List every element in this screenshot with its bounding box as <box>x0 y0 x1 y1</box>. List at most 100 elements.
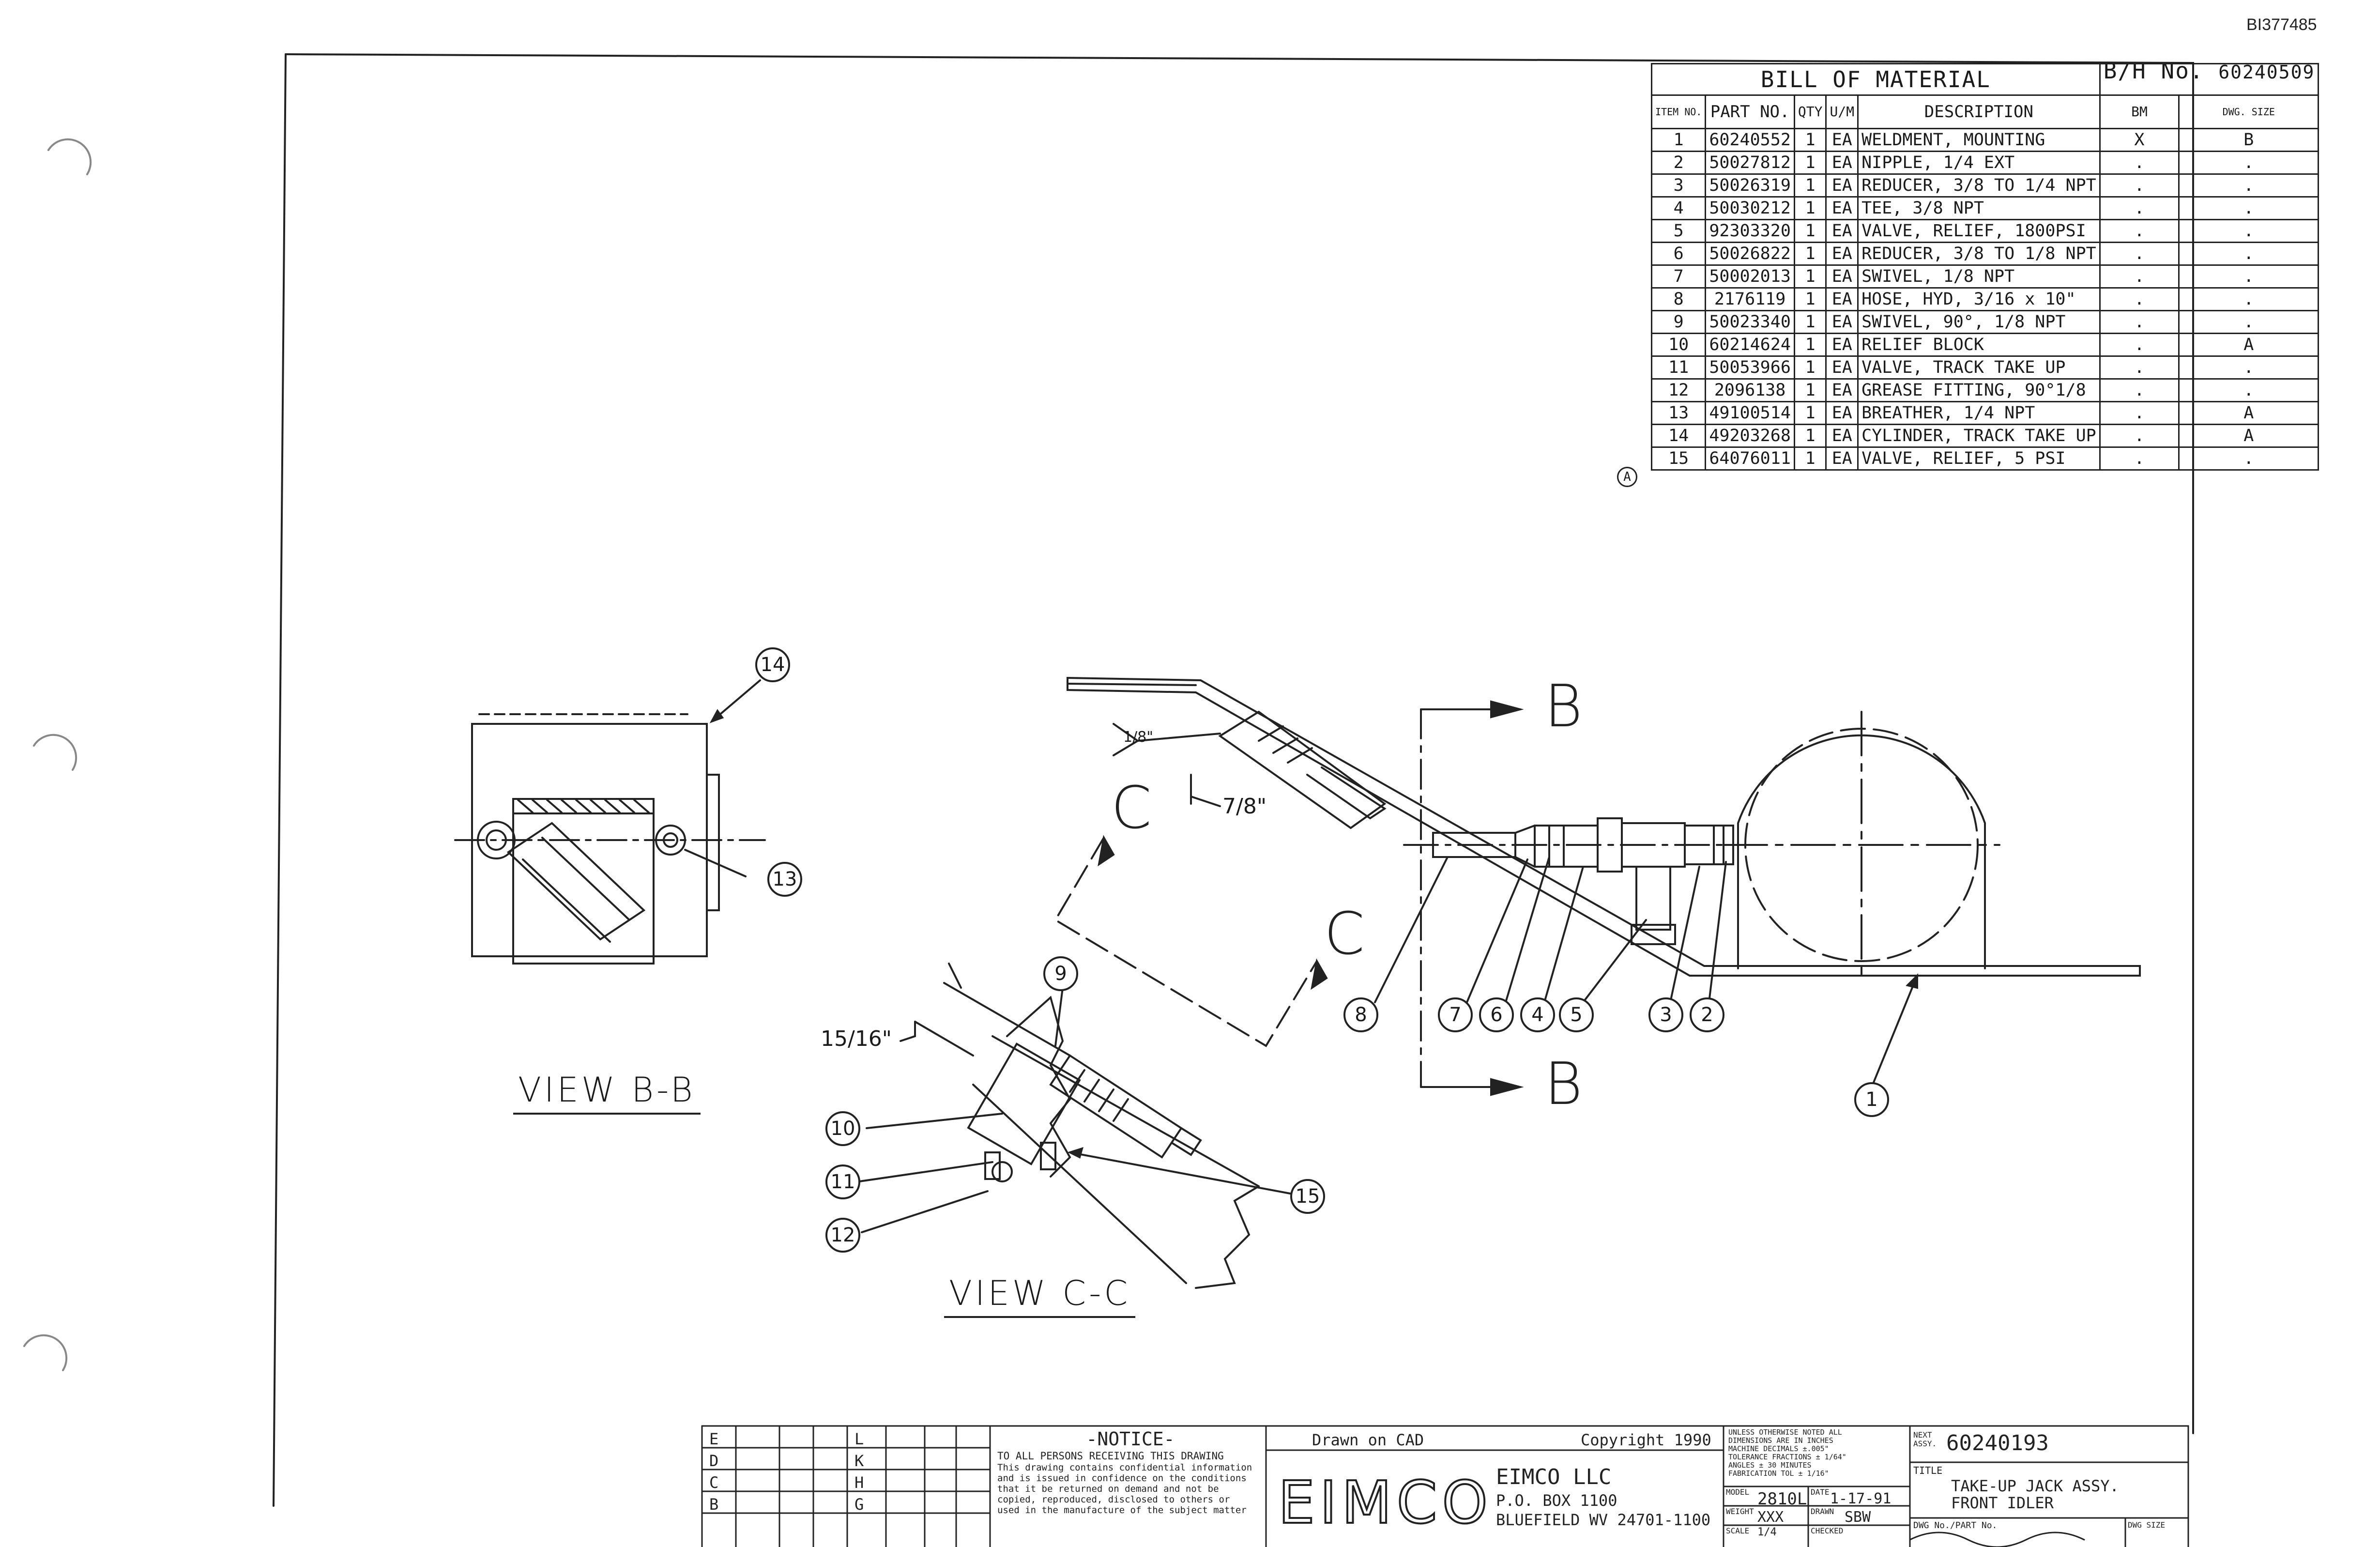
bom-cell-bm: . <box>2099 424 2180 448</box>
dim-15-16: 15/16" <box>821 1026 892 1051</box>
bom-cell-part: 50053966 <box>1705 355 1795 380</box>
dwg-no-label: DWG No./PART No. <box>1913 1520 1998 1531</box>
view-bb-label: VIEW B-B <box>513 1070 701 1115</box>
bom-cell-item: 6 <box>1650 242 1707 266</box>
bom-cell-qty: 1 <box>1793 264 1827 289</box>
balloon-11: 11 <box>825 1164 860 1199</box>
bom-cell-desc: TEE, 3/8 NPT <box>1857 196 2101 220</box>
bom-cell-item: 14 <box>1650 424 1707 448</box>
bom-cell-bm: . <box>2099 173 2180 198</box>
balloon-14: 14 <box>755 647 790 682</box>
bom-cell-bm: . <box>2099 310 2180 334</box>
scale-label: SCALE <box>1726 1526 1750 1535</box>
section-b-bottom: B <box>1544 1051 1583 1118</box>
bom-cell-item: 9 <box>1650 310 1707 334</box>
bom-cell-desc: REDUCER, 3/8 TO 1/4 NPT <box>1857 173 2101 198</box>
bom-cell-qty: 1 <box>1793 424 1827 448</box>
bom-cell-size: . <box>2178 196 2319 220</box>
bom-cell-part: 50030212 <box>1705 196 1795 220</box>
bom-cell-part: 2176119 <box>1705 287 1795 311</box>
bom-cell-part: 2096138 <box>1705 378 1795 402</box>
bom-cell-um: EA <box>1825 378 1859 402</box>
model-value: 2810L <box>1757 1489 1807 1509</box>
bom-cell-size: . <box>2178 219 2319 243</box>
bom-cell-qty: 1 <box>1793 355 1827 380</box>
rev-letter-g: G <box>854 1495 864 1514</box>
balloon-4: 4 <box>1520 997 1555 1032</box>
bom-cell-um: EA <box>1825 151 1859 175</box>
bom-cell-qty: 1 <box>1793 446 1827 471</box>
bom-cell-item: 2 <box>1650 151 1707 175</box>
bom-cell-desc: REDUCER, 3/8 TO 1/8 NPT <box>1857 242 2101 266</box>
bom-cell-desc: BREATHER, 1/4 NPT <box>1857 401 2101 425</box>
notice-line-5: copied, reproduced, disclosed to others … <box>997 1494 1230 1505</box>
balloon-1: 1 <box>1854 1082 1889 1117</box>
drawn-value: SBW <box>1845 1509 1871 1526</box>
bom-cell-size: . <box>2178 378 2319 402</box>
bom-cell-qty: 1 <box>1793 219 1827 243</box>
bom-cell-item: 10 <box>1650 333 1707 357</box>
bh-label: B/H No. <box>2103 63 2204 84</box>
bom-header-qty: QTY <box>1793 94 1827 129</box>
frame-border <box>285 53 2194 1434</box>
bom-cell-desc: RELIEF BLOCK <box>1857 333 2101 357</box>
bom-cell-desc: CYLINDER, TRACK TAKE UP <box>1857 424 2101 448</box>
bom-header-item: ITEM NO. <box>1650 94 1707 129</box>
notice-line-3: and is issued in confidence on the condi… <box>997 1473 1247 1484</box>
bom-cell-desc: VALVE, RELIEF, 5 PSI <box>1857 446 2101 471</box>
bom-header-part: PART NO. <box>1705 94 1795 129</box>
notice-line-6: used in the manufacture of the subject m… <box>997 1505 1247 1516</box>
notice-line-4: that it be returned on demand and not be <box>997 1484 1219 1494</box>
bom-cell-part: 50027812 <box>1705 151 1795 175</box>
bh-number-cell: B/H No. 60240509 <box>2099 63 2319 96</box>
bom-cell-qty: 1 <box>1793 310 1827 334</box>
bom-cell-desc: GREASE FITTING, 90°1/8 <box>1857 378 2101 402</box>
bom-cell-part: 60214624 <box>1705 333 1795 357</box>
bom-cell-desc: VALVE, RELIEF, 1800PSI <box>1857 219 2101 243</box>
notice-block: -NOTICE- TO ALL PERSONS RECEIVING THIS D… <box>997 1428 1264 1516</box>
section-c-right: C <box>1324 901 1365 968</box>
notice-line-1: TO ALL PERSONS RECEIVING THIS DRAWING <box>997 1450 1224 1462</box>
bom-cell-size: . <box>2178 264 2319 289</box>
bom-cell-um: EA <box>1825 219 1859 243</box>
bom-cell-size: B <box>2178 128 2319 152</box>
tolerance-line-3: MACHINE DECIMALS ±.005" <box>1728 1444 1829 1453</box>
bom-header-row: ITEM NO. PART NO. QTY U/M DESCRIPTION BM… <box>1650 94 2319 129</box>
weight-label: WEIGHT <box>1726 1507 1754 1516</box>
bom-cell-size: . <box>2178 310 2319 334</box>
title-line-2: FRONT IDLER <box>1951 1494 2054 1512</box>
dim-1-8: 1/8" <box>1123 729 1154 746</box>
bom-cell-um: EA <box>1825 287 1859 311</box>
bom-cell-item: 1 <box>1650 128 1707 152</box>
bom-cell-qty: 1 <box>1793 287 1827 311</box>
bom-cell-um: EA <box>1825 196 1859 220</box>
balloon-3: 3 <box>1648 997 1683 1032</box>
bom-cell-part: 50002013 <box>1705 264 1795 289</box>
bom-cell-part: 49203268 <box>1705 424 1795 448</box>
bom-cell-part: 50026319 <box>1705 173 1795 198</box>
company-city: BLUEFIELD WV 24701-1100 <box>1496 1511 1711 1529</box>
revision-letters-left: E D C B <box>709 1428 718 1516</box>
revision-mark: A <box>1617 467 1637 487</box>
copyright: Copyright 1990 <box>1581 1431 1711 1449</box>
rev-letter-b: B <box>709 1495 719 1514</box>
bom-cell-bm: . <box>2099 401 2180 425</box>
date-value: 1-17-91 <box>1830 1490 1892 1507</box>
bom-cell-item: 4 <box>1650 196 1707 220</box>
title-line-1: TAKE-UP JACK ASSY. <box>1951 1477 2119 1495</box>
bom-cell-item: 8 <box>1650 287 1707 311</box>
bom-header-dwg-size: DWG. SIZE <box>2178 94 2319 129</box>
bom-cell-bm: . <box>2099 378 2180 402</box>
rev-letter-c: C <box>709 1473 719 1492</box>
balloon-5: 5 <box>1559 997 1594 1032</box>
tolerance-line-5: ANGLES ± 30 MINUTES <box>1728 1461 1812 1470</box>
bom-cell-um: EA <box>1825 401 1859 425</box>
